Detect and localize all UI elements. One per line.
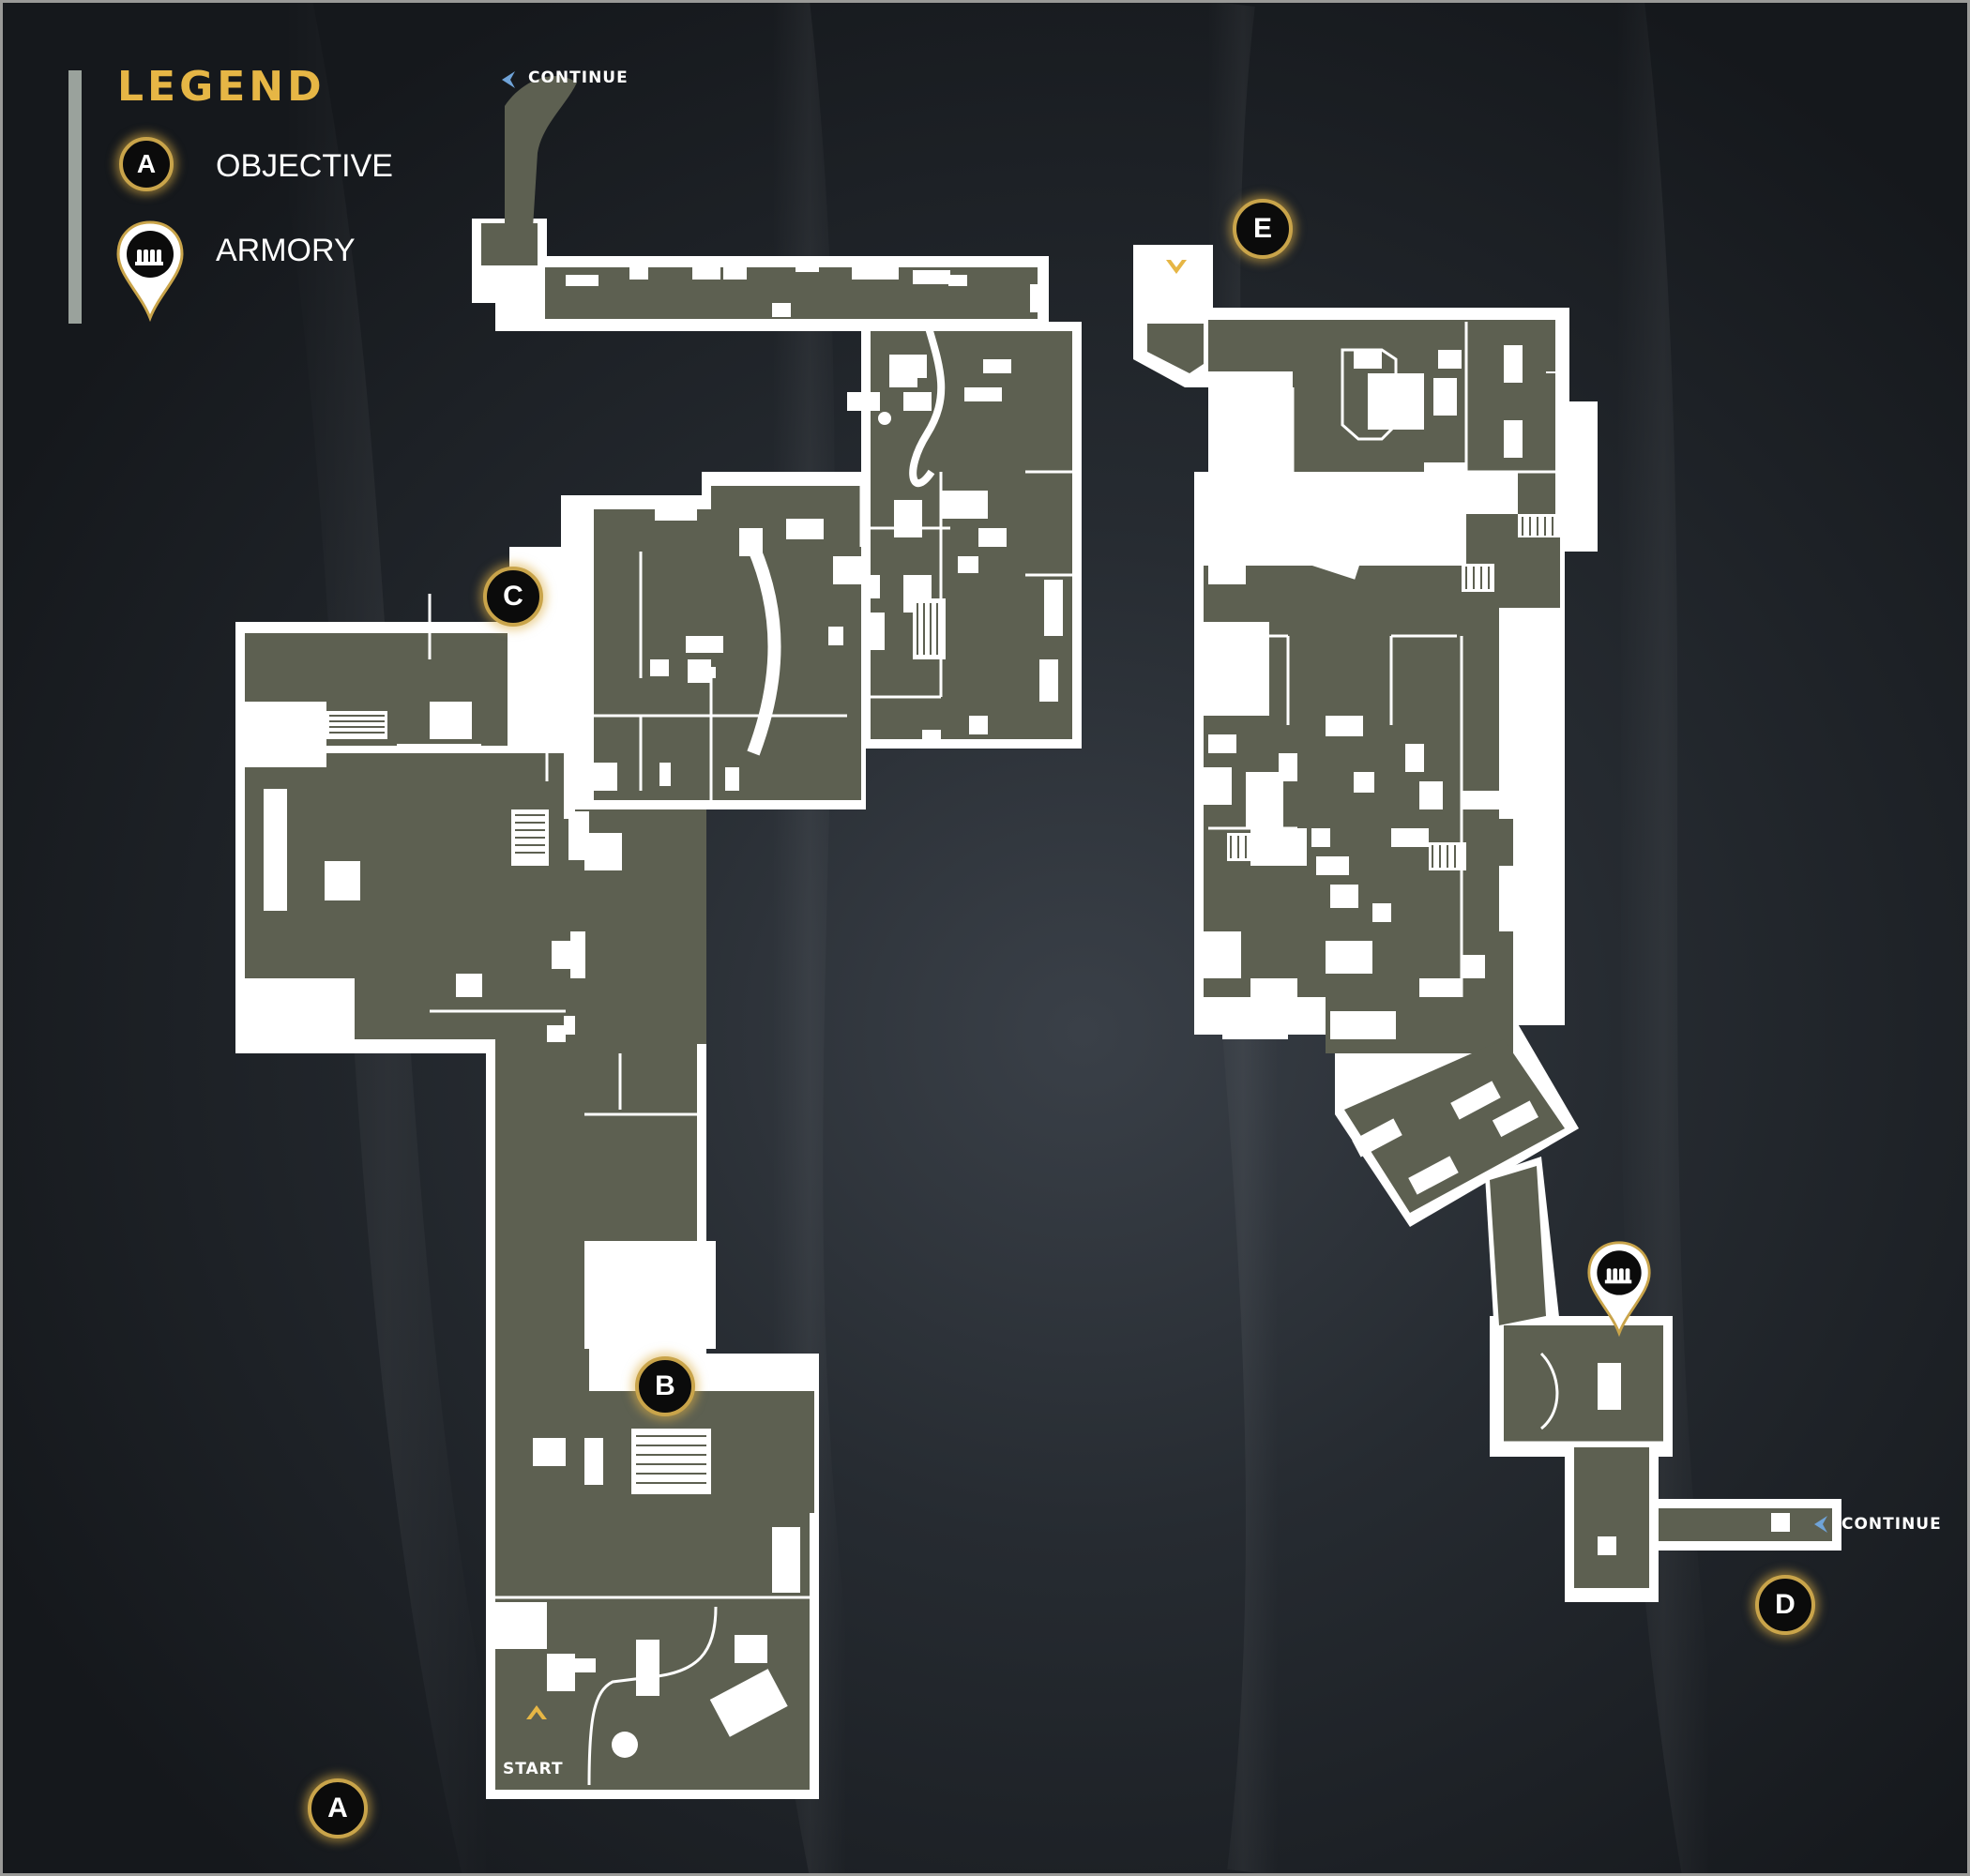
finish-label: FINISH: [1144, 282, 1210, 301]
objective-marker-d[interactable]: D: [1755, 1575, 1815, 1635]
continue-top-label[interactable]: CONTINUE: [528, 68, 629, 87]
objective-marker-c-label: C: [503, 581, 523, 612]
left-building: [235, 76, 1082, 1799]
legend-armory-label: ARMORY: [216, 233, 356, 268]
objective-marker-icon: A: [119, 137, 174, 191]
objective-marker-b[interactable]: B: [635, 1356, 695, 1416]
floor-plan-map: [235, 3, 1841, 1873]
legend-objective-label: OBJECTIVE: [216, 148, 393, 184]
legend-objective-letter: A: [136, 149, 157, 178]
continue-arrow-icon: [502, 71, 515, 88]
start-label: START: [503, 1760, 564, 1778]
objective-marker-b-label: B: [655, 1370, 675, 1401]
legend-title: LEGEND: [117, 63, 326, 111]
finish-chevron-icon: [1166, 260, 1187, 274]
armory-pin-icon: [116, 220, 184, 323]
start-chevron-icon: [526, 1705, 547, 1719]
armory-location-pin-icon[interactable]: [1584, 1239, 1655, 1339]
right-building: [1133, 245, 1841, 1602]
objective-marker-a[interactable]: A: [308, 1778, 368, 1838]
continue-arrow-icon-right: [1814, 1516, 1827, 1533]
objective-marker-e[interactable]: E: [1233, 199, 1293, 259]
objective-marker-d-label: D: [1775, 1589, 1796, 1620]
continue-right-label[interactable]: CONTINUE: [1841, 1515, 1942, 1534]
objective-marker-a-label: A: [327, 1793, 348, 1823]
objective-marker-c[interactable]: C: [483, 567, 543, 627]
objective-marker-e-label: E: [1252, 213, 1272, 244]
legend-bar: [68, 70, 82, 324]
